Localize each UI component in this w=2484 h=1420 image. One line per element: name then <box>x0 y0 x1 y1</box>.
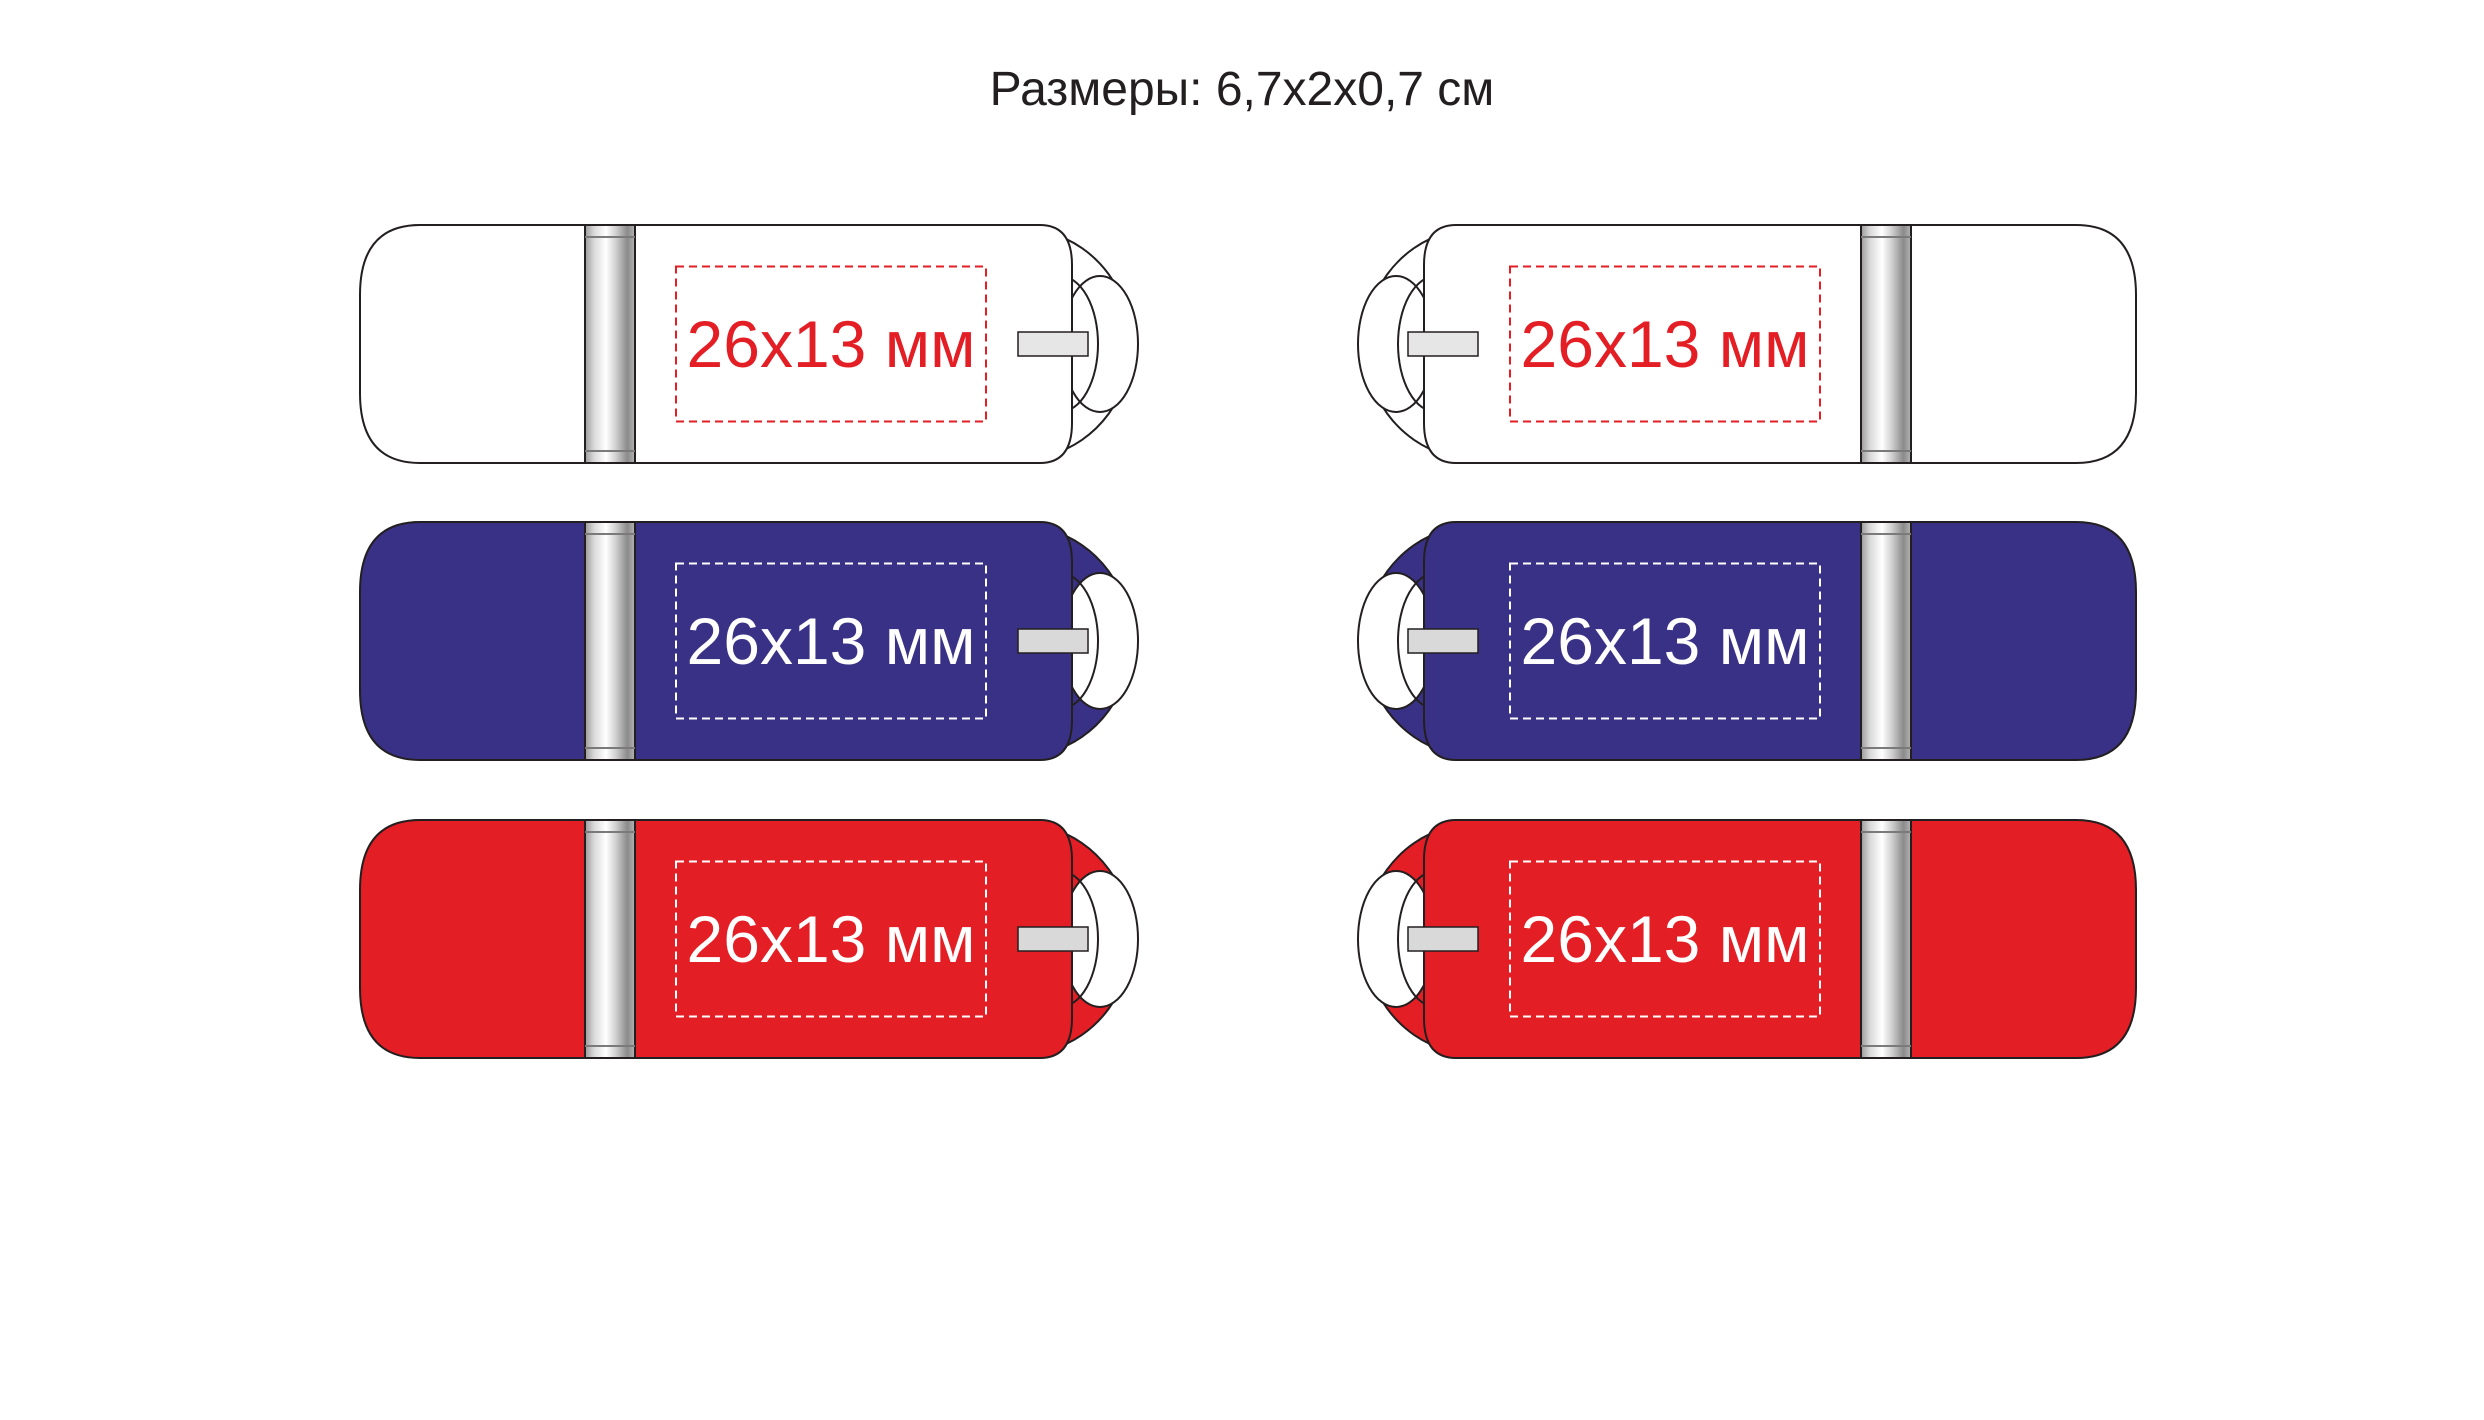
lanyard-hole-edge <box>1397 572 1437 710</box>
drive-body <box>634 819 1073 1059</box>
print-area-label: 26х13 мм <box>1521 604 1810 678</box>
print-area-label: 26х13 мм <box>687 902 976 976</box>
drive-cap <box>359 224 586 464</box>
print-area-frame <box>1509 265 1821 423</box>
drive-cap <box>1910 521 2137 761</box>
print-area-frame <box>675 860 987 1018</box>
slider-button <box>1407 331 1479 357</box>
metal-collar <box>1860 224 1912 464</box>
print-area-label: 26х13 мм <box>1521 307 1810 381</box>
lanyard-hole-edge <box>1397 275 1437 413</box>
slider-button <box>1407 926 1479 952</box>
print-area-label: 26х13 мм <box>1521 902 1810 976</box>
lanyard-hole-edge <box>1397 870 1437 1008</box>
usb-drive-red-right: 26х13 мм <box>1357 819 2137 1059</box>
usb-drive-red-left: 26х13 мм <box>359 819 1139 1059</box>
print-area-label: 26х13 мм <box>687 604 976 678</box>
slider-button <box>1407 628 1479 654</box>
drive-body <box>1423 224 1862 464</box>
metal-collar <box>584 521 636 761</box>
print-area-frame <box>1509 562 1821 720</box>
lanyard-hole-edge <box>1059 572 1099 710</box>
usb-drive-white-right: 26х13 мм <box>1357 224 2137 464</box>
metal-collar <box>584 819 636 1059</box>
drive-cap <box>1910 819 2137 1059</box>
drive-cap <box>359 521 586 761</box>
usb-drive-blue-left: 26х13 мм <box>359 521 1139 761</box>
drive-body <box>1423 521 1862 761</box>
drive-layer: 26х13 мм 26х13 мм 26х13 мм 26х13 мм 26х13 мм… <box>359 224 2137 1059</box>
metal-collar <box>1860 521 1912 761</box>
drive-body <box>634 521 1073 761</box>
slider-button <box>1017 926 1089 952</box>
print-area-frame <box>1509 860 1821 1018</box>
drive-cap <box>359 819 586 1059</box>
metal-collar <box>1860 819 1912 1059</box>
print-area-frame <box>675 562 987 720</box>
metal-collar <box>584 224 636 464</box>
lanyard-hole-edge <box>1059 870 1099 1008</box>
print-area-label: 26х13 мм <box>687 307 976 381</box>
print-area-frame <box>675 265 987 423</box>
drive-cap <box>1910 224 2137 464</box>
lanyard-hole-edge <box>1059 275 1099 413</box>
usb-drive-blue-right: 26х13 мм <box>1357 521 2137 761</box>
usb-drive-white-left: 26х13 мм <box>359 224 1139 464</box>
slider-button <box>1017 331 1089 357</box>
dimensions-title: Размеры: 6,7х2х0,7 см <box>989 63 1495 116</box>
drive-body <box>634 224 1073 464</box>
drive-body <box>1423 819 1862 1059</box>
slider-button <box>1017 628 1089 654</box>
